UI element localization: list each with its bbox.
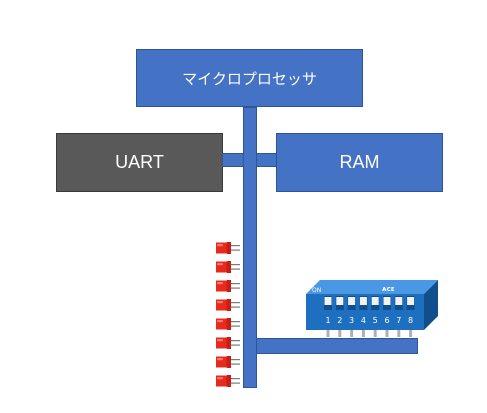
microprocessor-block: マイクロプロセッサ: [136, 49, 363, 107]
dip-lever: [407, 297, 415, 305]
dip-pin: [326, 330, 330, 337]
uart-label: UART: [115, 152, 164, 172]
main-bus-line: [243, 107, 257, 388]
dip-pin: [338, 330, 342, 337]
dip-number-label: 3: [349, 316, 354, 325]
dip-lever: [371, 297, 379, 305]
ram-block: RAM: [276, 133, 443, 192]
dip-pin: [409, 330, 413, 337]
dip-lever: [336, 297, 344, 305]
ram-bus-connector: [256, 153, 277, 167]
dip-switch-top-face: [306, 280, 438, 294]
dip-logo: ᴀᴄᴇ: [382, 285, 395, 293]
dip-lever: [359, 297, 367, 305]
dip-switch-bus-connector: [256, 338, 418, 354]
uart-block: UART: [56, 133, 223, 192]
dip-number-label: 4: [361, 316, 366, 325]
dip-pin: [350, 330, 354, 337]
dip-switch-side-face: [424, 280, 438, 330]
dip-switch-pins: [326, 330, 413, 337]
dip-pin: [397, 330, 401, 337]
led-icon: [216, 318, 240, 330]
led-icon: [216, 242, 240, 254]
dip-pin: [361, 330, 365, 337]
led-icon: [216, 299, 240, 311]
microprocessor-label: マイクロプロセッサ: [182, 69, 317, 88]
uart-bus-connector: [222, 153, 244, 167]
dip-lever: [324, 297, 332, 305]
led-icon: [216, 337, 240, 349]
dip-lever: [383, 297, 391, 305]
led-icon: [216, 356, 240, 368]
dip-number-label: 2: [337, 316, 342, 325]
dip-switch-levers: [324, 296, 415, 310]
ram-label: RAM: [339, 152, 380, 172]
dip-lever: [395, 297, 403, 305]
dip-number-label: 1: [325, 316, 330, 325]
led-icon: [216, 280, 240, 292]
dip-number-label: 8: [408, 316, 413, 325]
dip-pin: [373, 330, 377, 337]
dip-number-label: 6: [384, 316, 389, 325]
dip-pin: [385, 330, 389, 337]
led-icon: [216, 375, 240, 387]
dip-number-label: 5: [373, 316, 378, 325]
dip-number-label: 7: [396, 316, 401, 325]
dip-on-label: ON: [312, 287, 321, 294]
dip-lever: [348, 297, 356, 305]
led-icon: [216, 261, 240, 273]
